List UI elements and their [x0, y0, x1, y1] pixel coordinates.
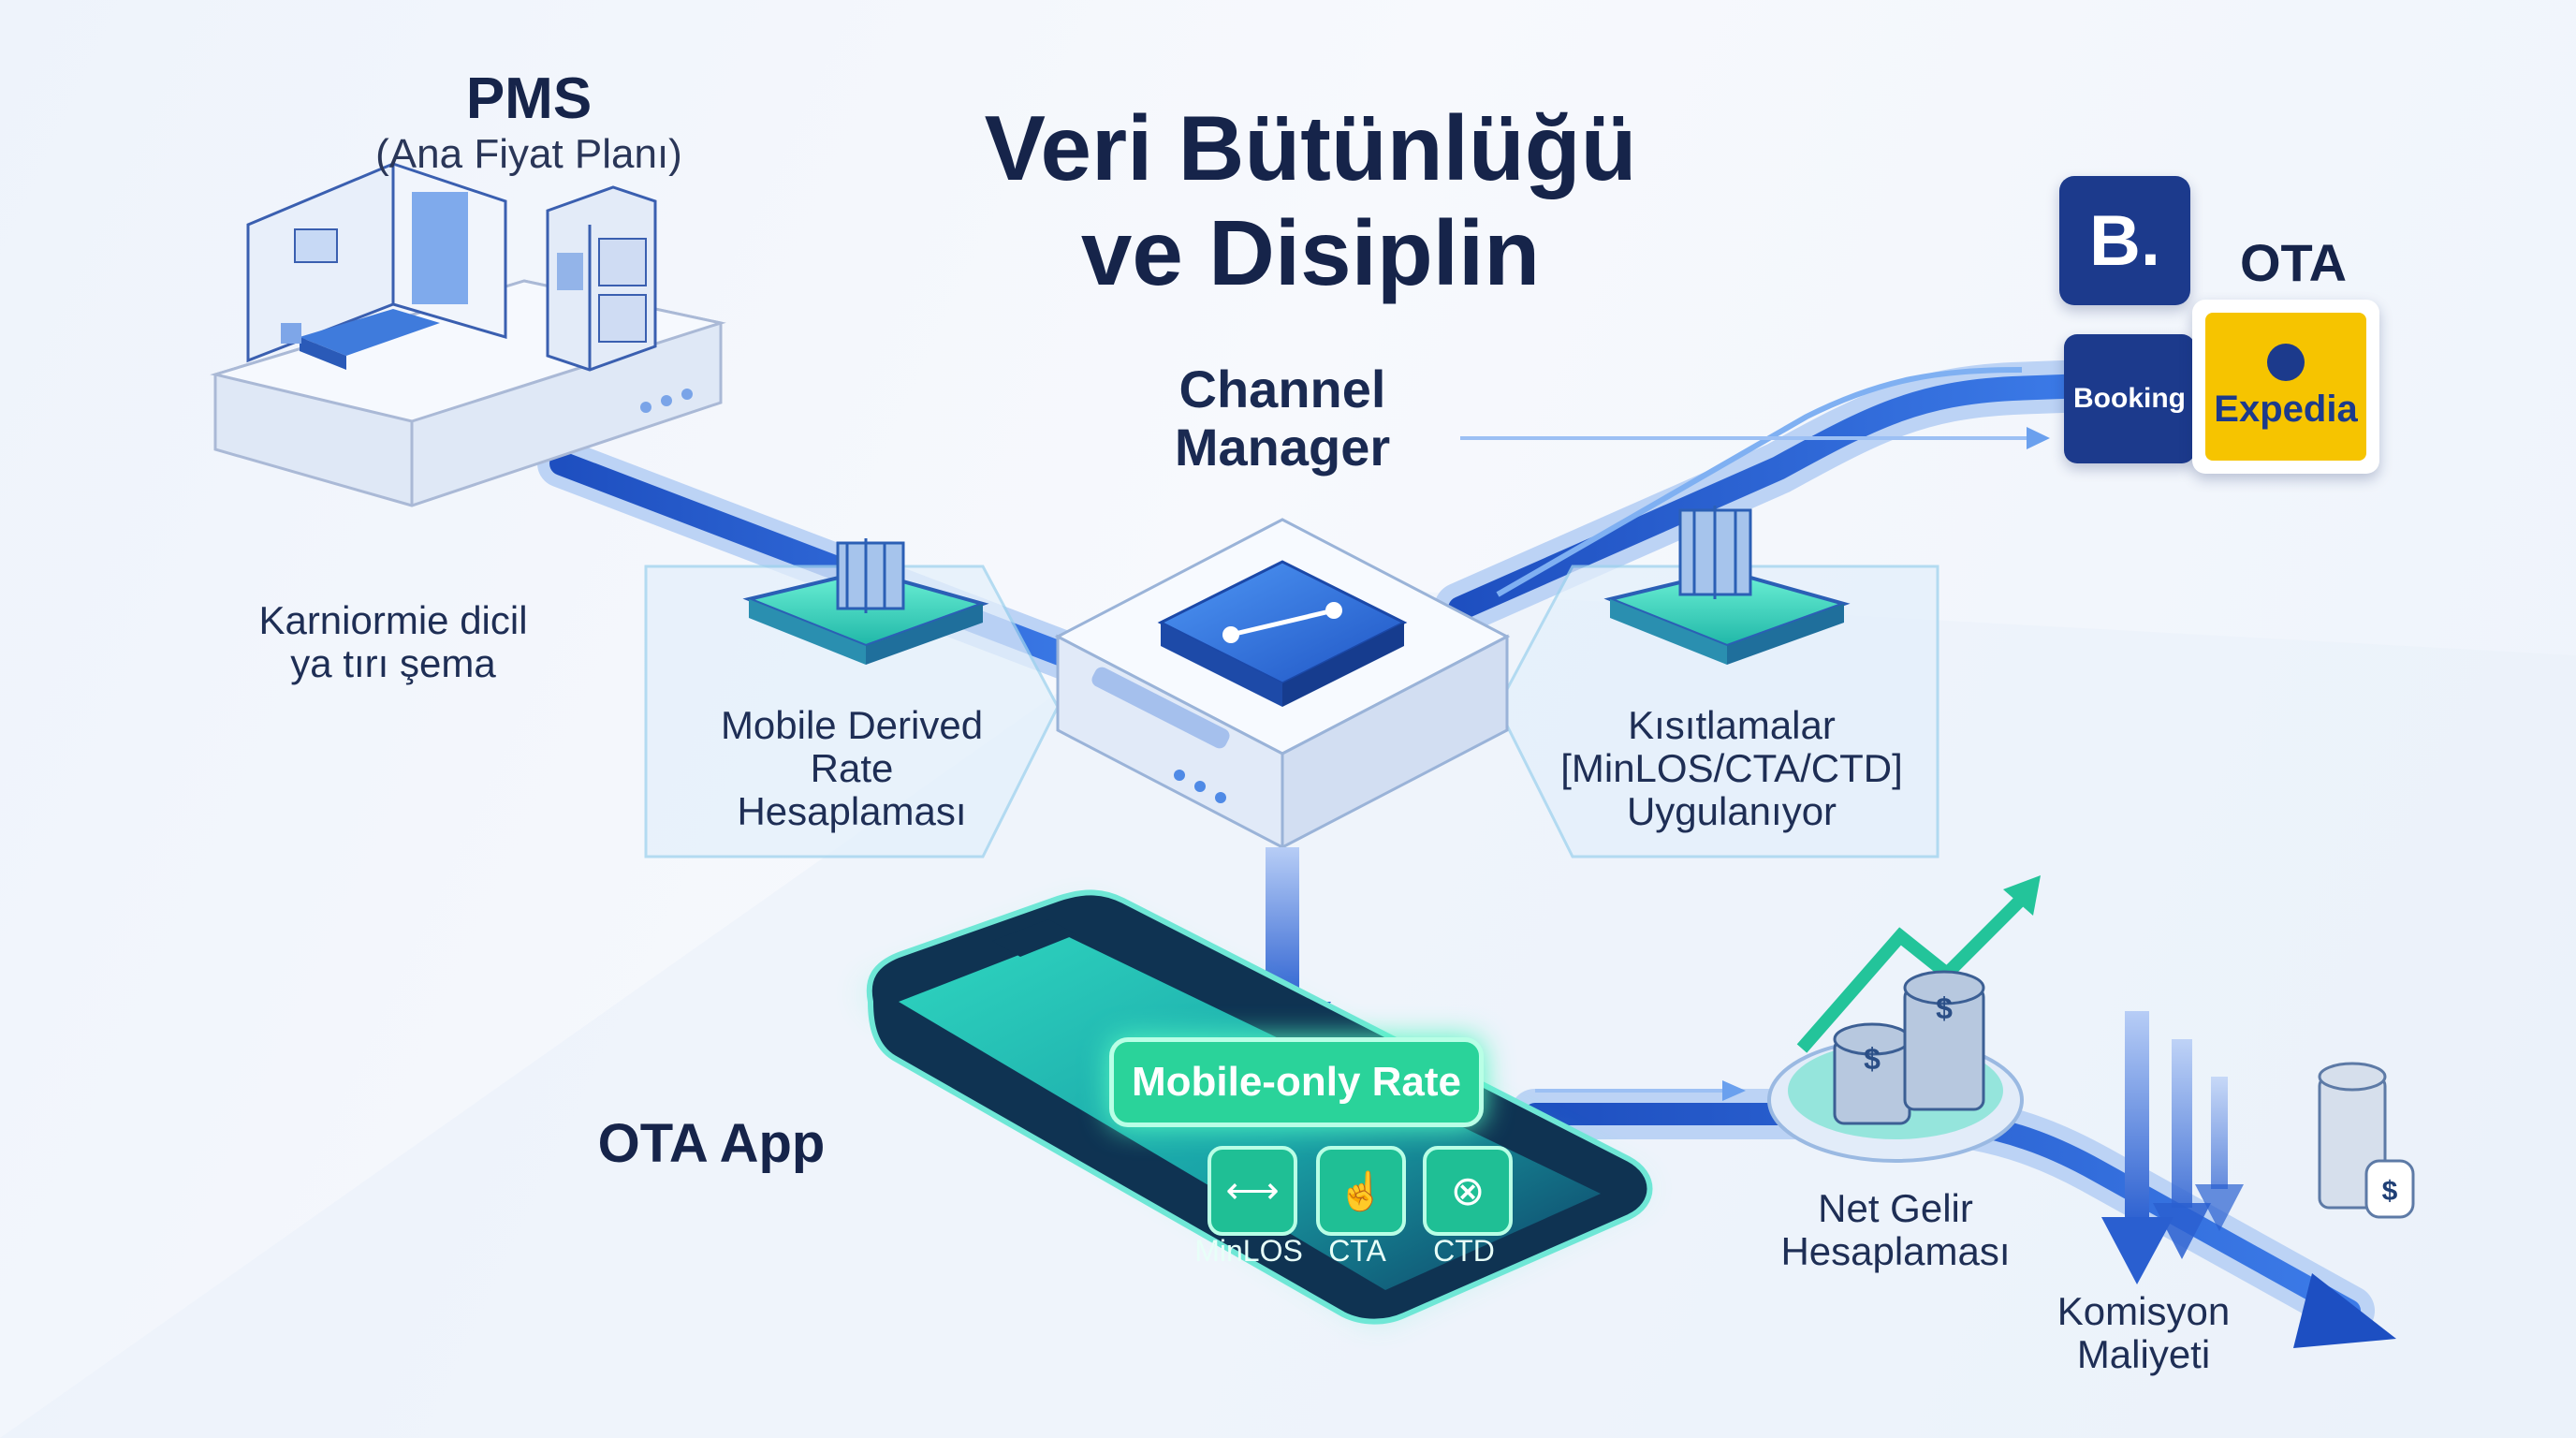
cta-label: CTA	[1328, 1234, 1386, 1268]
channel-manager-label: Channel Manager	[1174, 360, 1391, 477]
cta-control[interactable]: ☝	[1316, 1146, 1406, 1236]
net-income-coins: $ $	[1767, 875, 2041, 1163]
channel-manager-box	[1054, 518, 1511, 1072]
restrictions-panel	[1496, 506, 1939, 858]
svg-text:$: $	[2382, 1176, 2398, 1207]
restrictions-label: Kısıtlamalar [MinLOS/CTA/CTD] Uygulanıyo…	[1560, 703, 1903, 833]
minlos-label: MinLOS	[1194, 1234, 1303, 1268]
ota-app-label: OTA App	[597, 1113, 826, 1174]
mobile-only-rate-pill: Mobile-only Rate	[1109, 1037, 1484, 1127]
derived-rate-text: Mobile Derived Rate Hesaplaması	[720, 703, 984, 833]
booking-name: Booking	[2073, 383, 2186, 414]
pms-sublabel: (Ana Fiyat Planı)	[375, 131, 682, 177]
diagram-title: Veri Bütünlüğü ve Disiplin	[984, 96, 1637, 304]
booking-logo-card: Booking	[2064, 334, 2195, 463]
svg-text:$: $	[1936, 991, 1953, 1025]
cta-icon: ☝	[1338, 1170, 1384, 1212]
ctd-label: CTD	[1433, 1234, 1495, 1268]
ctd-icon: ⊗	[1450, 1167, 1486, 1214]
ctd-control[interactable]: ⊗	[1423, 1146, 1513, 1236]
pms-note: Karniormie dicil ya tırı şema	[258, 598, 528, 685]
expedia-logo-card: Expedia	[2192, 300, 2379, 474]
pms-server	[210, 161, 726, 507]
minlos-control[interactable]: ⟷	[1208, 1146, 1297, 1236]
commission-arrows	[2101, 1011, 2244, 1284]
commission-label: Komisyon Maliyeti	[2056, 1289, 2231, 1376]
net-income-label: Net Gelir Hesaplaması	[1780, 1186, 2011, 1273]
expedia-name: Expedia	[2214, 388, 2358, 430]
mobile-only-rate-label: Mobile-only Rate	[1131, 1059, 1462, 1105]
svg-text:$: $	[1864, 1042, 1881, 1076]
pms-label: PMS	[465, 66, 593, 131]
ota-label: OTA	[2239, 233, 2348, 292]
commission-coins: $	[2318, 1062, 2415, 1219]
expedia-plane-icon	[2267, 343, 2305, 381]
booking-logo-square: B.	[2059, 176, 2190, 305]
minlos-icon: ⟷	[1225, 1170, 1280, 1211]
derived-rate-panel	[644, 538, 1060, 858]
booking-logo-text: B.	[2089, 200, 2160, 281]
